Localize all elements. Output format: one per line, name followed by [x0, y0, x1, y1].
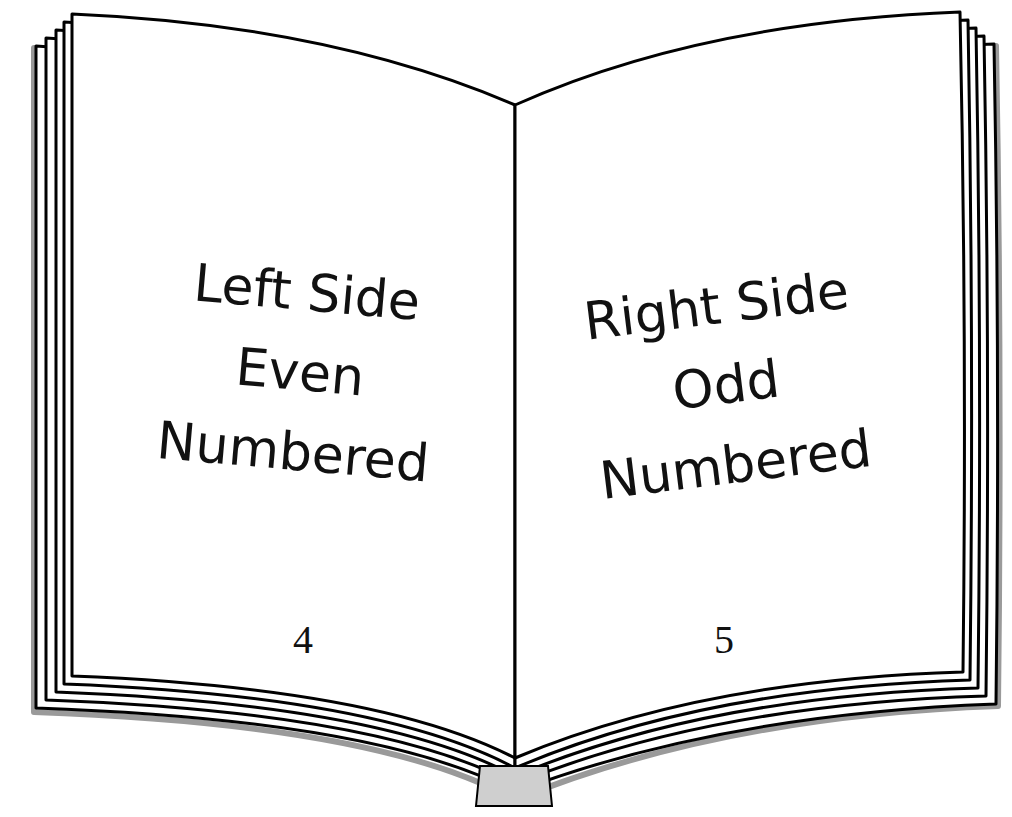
book-page: Right Side Odd Numbered 5: [513, 8, 966, 762]
page-number: 5: [684, 617, 764, 663]
page-outline-path: [72, 14, 515, 758]
spine-cover: [476, 766, 552, 806]
page-heading: Right Side Odd Numbered: [548, 246, 905, 524]
page-outline-path: [515, 12, 964, 758]
page-number: 4: [263, 617, 343, 663]
book-page: Left Side Even Numbered 4: [70, 10, 518, 762]
page-heading: Left Side Even Numbered: [135, 239, 465, 505]
